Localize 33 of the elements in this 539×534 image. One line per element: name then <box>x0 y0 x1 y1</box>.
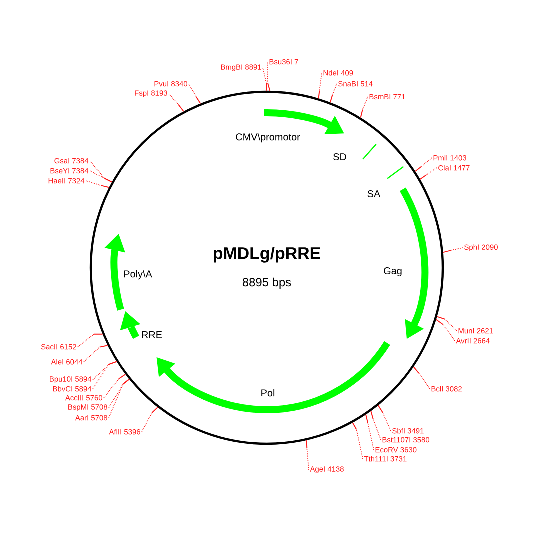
leader-line <box>318 72 322 100</box>
leader-line <box>415 158 432 172</box>
leader-line <box>104 374 126 398</box>
leader-line <box>420 168 438 180</box>
leader-line <box>168 94 184 112</box>
leader-line <box>366 414 374 450</box>
leader-line <box>262 68 268 92</box>
feature-label: Gag <box>384 267 402 276</box>
leader-line <box>108 378 130 408</box>
leader-line <box>86 180 110 188</box>
leader-line <box>188 84 202 104</box>
leader-line <box>436 316 458 332</box>
feature-label: SD <box>334 153 346 161</box>
leader-line <box>267 62 271 92</box>
leader-line <box>330 84 338 104</box>
leader-line <box>90 160 113 183</box>
leader-line <box>413 366 430 390</box>
leader-line <box>442 248 464 254</box>
leader-line <box>84 345 108 362</box>
leader-line <box>436 319 456 342</box>
feature-label: Poly\A <box>124 270 152 280</box>
leader-line <box>92 361 118 380</box>
leader-line <box>78 334 104 348</box>
feature-label: RRE <box>142 332 162 338</box>
leader-line <box>360 96 368 118</box>
leader-line <box>370 410 382 440</box>
feature-label: CMV\promotor <box>236 133 300 143</box>
leader-line <box>142 407 158 432</box>
feature-label: SA <box>368 190 381 198</box>
leader-line <box>378 405 392 432</box>
leader-line <box>306 440 310 470</box>
feature-label: Pol <box>262 389 275 397</box>
leader-line <box>352 422 364 460</box>
